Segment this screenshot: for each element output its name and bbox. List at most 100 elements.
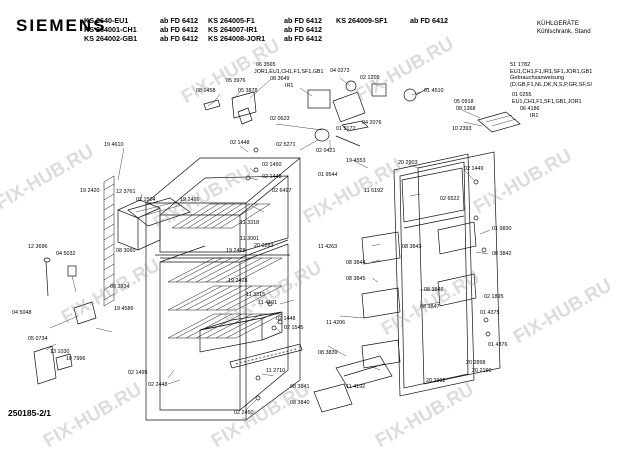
part-label: 11 6192 [364,188,384,194]
part-label: 02 6497 [272,188,292,194]
part-label: 02 1448 [276,316,296,322]
part-label: 02 1449 [464,166,484,172]
part-label: 20 2903 [398,160,418,166]
condenser-coil [103,175,115,307]
part-label: 02 2450 [234,410,254,416]
model-from: ab FD 6412 [284,34,322,43]
fridge-cabinet [145,157,301,421]
part-label: 04 0273 [330,68,350,74]
model-from: ab FD 6412 [160,25,198,34]
part-label: 19 2426 [180,197,200,203]
part-label: 08 3060 [116,248,136,254]
part-label: 01 9830 [492,226,512,232]
model-list-col6: ab FD 6412 [410,16,448,25]
part-label: 20 2902 [426,378,446,384]
model-code: KS 264007-IR1 [208,25,258,34]
category-block: KÜHLGERÄTE Kühlschrank, Stand [537,20,591,35]
model-from: ab FD 6412 [160,34,198,43]
part-label: 01 4510 [424,88,444,94]
part-label: 05 0918 [454,99,474,105]
part-label: 02 0421 [316,148,336,154]
part-label: 01 0255 [512,92,532,98]
category-title: KÜHLGERÄTE [537,20,579,27]
reference-line: EU1,CH1,F1,IR1,SF1,JOR1,GB1 [510,68,593,75]
part-label: 08 3843 [402,244,422,250]
model-from: ab FD 6412 [160,16,198,25]
part-label: 11 2710 [266,368,286,374]
crisper-drawer [199,311,283,353]
part-label: EU1,CH1,F1,SF1,GB1,JOR1 [512,99,582,105]
part-label: 11 4192 [346,384,366,390]
part-label: 08 3845 [346,276,366,282]
part-label: 02 0623 [270,116,290,122]
part-label: 02 1448 [262,174,282,180]
model-code: KS 264009-SF1 [336,16,388,25]
reference-note: 51 1782 EU1,CH1,F1,IR1,SF1,JOR1,GB1 Gebr… [510,62,592,88]
model-from: ab FD 6412 [284,25,322,34]
part-label: 04 2076 [362,120,382,126]
part-label: 08 3649 [270,76,290,82]
part-label: 02 1209 [360,75,380,81]
fridge-shelves [167,257,283,339]
part-label: 02 1545 [284,325,304,331]
model-from: ab FD 6412 [284,16,322,25]
part-label: 10 7996 [66,356,86,362]
model-code: KS 2640-EU1 [84,16,129,25]
part-label: 05 3976 [226,78,246,84]
model-list-col5: KS 264009-SF1 [336,16,388,25]
model-code: KS 264002-GB1 [84,34,138,43]
ice-tray-left [127,197,191,227]
part-label: 06 4186 [520,106,540,112]
part-label: 08 0458 [196,88,216,94]
part-label: 02 1448 [230,140,250,146]
part-label: 11 4263 [318,244,338,250]
category-subtitle: Kühlschrank, Stand [537,27,591,35]
part-label: 08 3834 [110,284,130,290]
part-label: 12 3761 [116,189,136,195]
ice-tray-right [477,111,521,133]
screws [245,147,491,401]
model-list-col2: ab FD 6412 ab FD 6412 ab FD 6412 [160,16,198,43]
part-label: 10 2393 [452,126,472,132]
part-label: 12 3696 [28,244,48,250]
part-label: 05 3878 [238,88,258,94]
kickplate [229,343,303,369]
part-label: IR1 [285,83,294,89]
part-label: 02 2448 [148,382,168,388]
part-label: 01 4376 [488,342,508,348]
part-label: 08 3839 [318,350,338,356]
left-small-parts [33,257,97,385]
part-label: 19 4610 [104,142,124,148]
model-from: ab FD 6412 [410,16,448,25]
part-label: 11 4191 [258,300,278,306]
part-label: 08 3847 [420,304,440,310]
part-label: JOR1,EU1,CH1,F1,SF1,GB1 [254,69,324,75]
part-label: 08 3846 [424,287,444,293]
part-label: 19 4586 [114,306,134,312]
part-label: 01 9172 [336,126,356,132]
part-label: 19 2428 [226,248,246,254]
part-label: 01 9544 [318,172,338,178]
leader-lines [45,77,491,411]
model-list-col1: KS 2640-EU1 KS 264001-CH1 KS 264002-GB1 [84,16,137,43]
part-label: 02 6522 [440,196,460,202]
part-label: 13 1030 [50,349,70,355]
model-list-col4: ab FD 6412 ab FD 6412 ab FD 6412 [284,16,322,43]
part-label: 20 2898 [466,360,486,366]
part-label: 08 3844 [346,260,366,266]
part-label: 05 0734 [28,336,48,342]
part-label: 19 4553 [346,158,366,164]
door-bin [313,355,393,413]
model-code: KS 264005-F1 [208,16,255,25]
door-gasket [417,151,501,385]
part-label: IR1 [530,113,539,119]
hinge-parts [203,91,257,125]
part-label: 11 4206 [326,320,346,326]
model-code: KS 264008-JOR1 [208,34,266,43]
part-label: 08 3841 [290,384,310,390]
part-label: 20 2190 [472,368,492,374]
fridge-door [393,153,475,397]
part-label: 11 3315 [246,292,266,298]
